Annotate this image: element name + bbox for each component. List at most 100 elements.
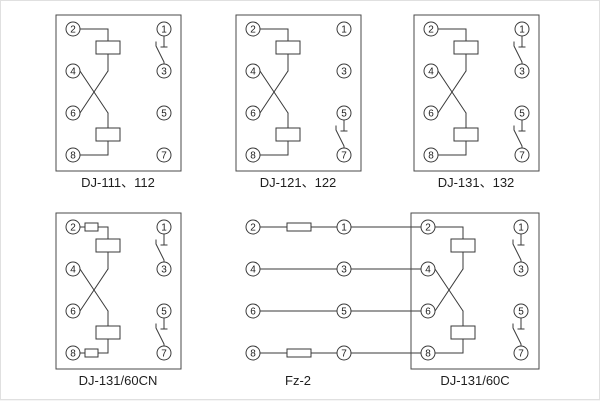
terminal-label: 3 <box>161 67 167 78</box>
coil-symbol <box>450 325 476 340</box>
terminal: 1 <box>513 219 529 235</box>
no-contact-icon <box>513 119 526 149</box>
coil-wiring <box>434 226 464 354</box>
terminal-label: 8 <box>70 349 76 360</box>
terminal-label: 6 <box>70 307 76 318</box>
diagram-dj131-60cn: 2 4 6 8 1 3 5 7 DJ-131/60CN <box>55 212 182 388</box>
resistor-wiring <box>259 226 338 354</box>
terminal-label: 3 <box>341 67 347 78</box>
terminal-label: 4 <box>70 67 76 78</box>
terminal: 6 <box>245 105 261 121</box>
relay-case-outline <box>235 14 362 172</box>
terminal: 1 <box>156 219 172 235</box>
terminal: 2 <box>65 219 81 235</box>
terminal: 5 <box>336 105 352 121</box>
terminal: 2 <box>420 219 436 235</box>
terminal-label: 4 <box>428 67 434 78</box>
coil-wiring <box>437 28 467 156</box>
terminal-label: 8 <box>250 151 256 162</box>
terminal-label: 1 <box>518 223 524 234</box>
relay-case-outline <box>55 212 182 370</box>
no-contact-icon <box>155 317 168 347</box>
terminal: 6 <box>420 303 436 319</box>
relay-case-outline <box>55 14 182 172</box>
terminal: 8 <box>245 345 261 361</box>
terminal-label: 5 <box>341 307 347 318</box>
terminal-label: 8 <box>425 349 431 360</box>
terminal-label: 2 <box>428 25 434 36</box>
coil-symbol <box>275 40 301 55</box>
terminal: 5 <box>514 105 530 121</box>
terminal: 6 <box>423 105 439 121</box>
diagram-title: DJ-121、122 <box>260 175 337 190</box>
terminal-label: 4 <box>425 265 431 276</box>
resistor-symbol <box>286 222 312 232</box>
terminal-label: 5 <box>161 109 167 120</box>
no-contact-icon <box>512 317 525 347</box>
no-contact-icon <box>155 233 168 263</box>
terminal-label: 8 <box>428 151 434 162</box>
diagram-dj131: 2 4 6 8 1 3 5 7 DJ-131、132 <box>413 14 540 190</box>
coil-wiring <box>79 226 109 354</box>
terminal-label: 6 <box>250 307 256 318</box>
interconnect-wires <box>350 226 422 354</box>
terminal-label: 7 <box>518 349 524 360</box>
terminal-label: 2 <box>70 25 76 36</box>
terminal: 8 <box>65 147 81 163</box>
terminal: 4 <box>65 261 81 277</box>
terminal-label: 4 <box>250 265 256 276</box>
coil-wiring <box>79 28 109 156</box>
terminal-label: 5 <box>161 307 167 318</box>
terminal: 1 <box>514 21 530 37</box>
terminal: 4 <box>65 63 81 79</box>
terminal: 7 <box>514 147 530 163</box>
terminal-label: 1 <box>161 25 167 36</box>
terminal-label: 6 <box>425 307 431 318</box>
terminal: 6 <box>245 303 261 319</box>
diagram-fz2: 2 4 6 8 1 3 5 7 Fz-2 <box>245 219 422 388</box>
terminal-label: 2 <box>425 223 431 234</box>
relay-case-outline <box>410 212 540 370</box>
terminal-label: 5 <box>519 109 525 120</box>
terminal: 8 <box>420 345 436 361</box>
terminal: 7 <box>513 345 529 361</box>
terminal: 4 <box>423 63 439 79</box>
terminal: 5 <box>513 303 529 319</box>
terminal: 6 <box>65 303 81 319</box>
terminal-label: 2 <box>250 25 256 36</box>
terminal-label: 7 <box>519 151 525 162</box>
no-contact-icon <box>512 233 525 263</box>
resistor-symbol <box>286 348 312 358</box>
terminal-label: 2 <box>70 223 76 234</box>
coil-symbol <box>95 40 121 55</box>
terminal-label: 8 <box>70 151 76 162</box>
terminal: 7 <box>336 147 352 163</box>
terminal: 3 <box>336 261 352 277</box>
coil-symbol <box>275 127 301 142</box>
terminal: 5 <box>336 303 352 319</box>
terminal-label: 4 <box>250 67 256 78</box>
terminal: 1 <box>336 21 352 37</box>
terminal-label: 2 <box>250 223 256 234</box>
terminal-label: 3 <box>518 265 524 276</box>
terminal-label: 6 <box>70 109 76 120</box>
diagram-dj121: 2 4 6 8 1 3 5 7 DJ-121、122 <box>235 14 362 190</box>
coil-symbol <box>95 325 121 340</box>
diagram-title: DJ-131/60CN <box>79 373 158 388</box>
terminal-label: 8 <box>250 349 256 360</box>
terminal: 2 <box>65 21 81 37</box>
resistor-symbol <box>84 348 99 358</box>
no-contact-icon <box>513 35 526 65</box>
resistor-symbol <box>84 222 99 232</box>
terminal-label: 1 <box>519 25 525 36</box>
terminal: 2 <box>245 219 261 235</box>
terminal-label: 5 <box>518 307 524 318</box>
terminal-label: 6 <box>250 109 256 120</box>
terminal-label: 1 <box>341 223 347 234</box>
terminal: 6 <box>65 105 81 121</box>
terminal: 4 <box>245 261 261 277</box>
terminal: 2 <box>245 21 261 37</box>
diagram-title: DJ-111、112 <box>81 175 155 190</box>
terminal: 4 <box>420 261 436 277</box>
